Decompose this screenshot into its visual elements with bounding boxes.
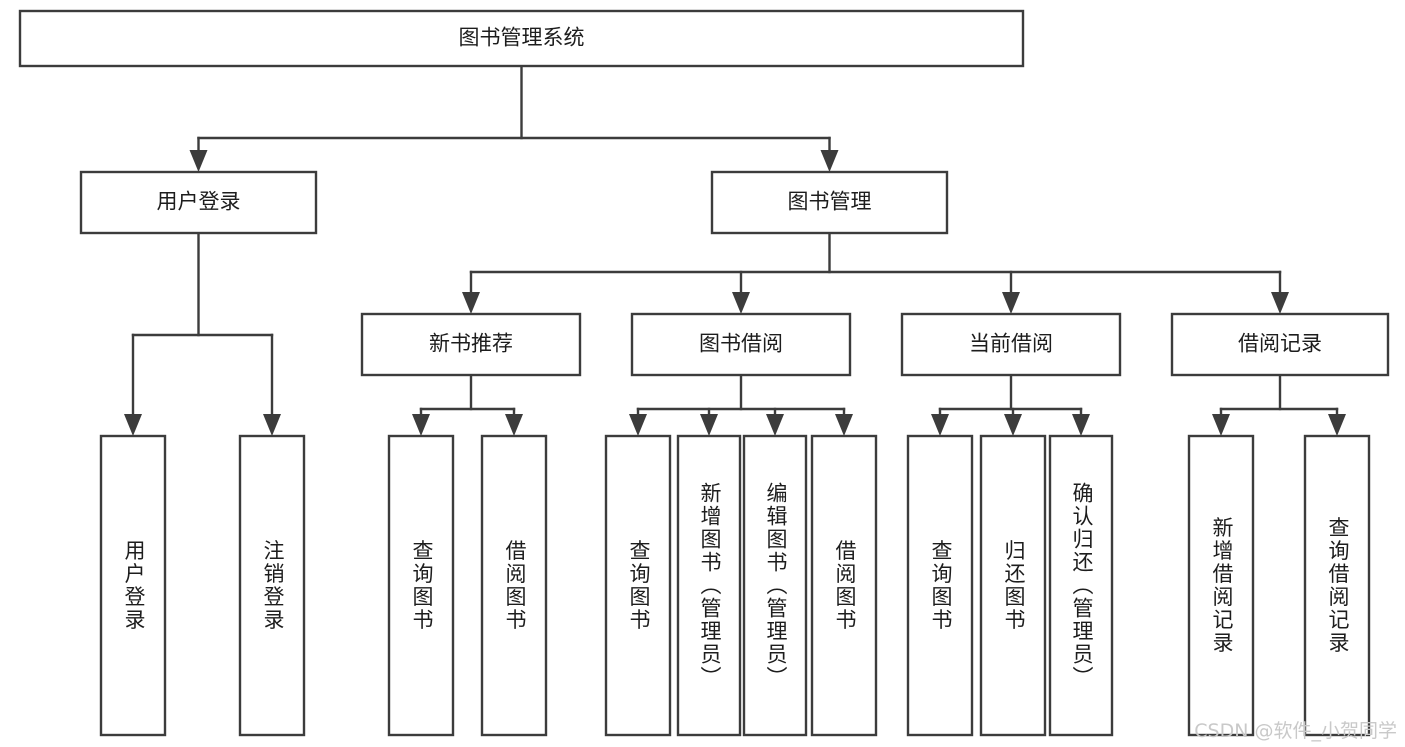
leaf-bb-borrow-book-rect[interactable] xyxy=(810,434,878,737)
leaf-nbr-query-book[interactable]: 查询图书 xyxy=(387,434,455,737)
leaf-cb-return-book-rect[interactable] xyxy=(979,434,1047,737)
leaf-bb-add-book-label: 新增图书（管理员） xyxy=(698,482,722,689)
leaf-br-query-record-rect[interactable] xyxy=(1303,434,1371,737)
node-root-rect[interactable] xyxy=(18,9,1025,68)
leaf-br-add-record[interactable]: 新增借阅记录 xyxy=(1187,434,1255,737)
leaf-bb-query-book[interactable]: 查询图书 xyxy=(604,434,672,737)
node-book-manage[interactable]: 图书管理 xyxy=(710,170,949,235)
leaf-user-logout-label: 注销登录 xyxy=(261,540,285,632)
leaf-nbr-query-book-rect[interactable] xyxy=(387,434,455,737)
leaf-cb-confirm-return-label: 确认归还（管理员） xyxy=(1070,482,1094,689)
arrowhead-borrow-record xyxy=(1271,292,1289,314)
leaf-cb-return-book-label: 归还图书 xyxy=(1002,540,1026,632)
arrowhead-user-logout xyxy=(263,414,281,436)
leaf-user-login-do-rect[interactable] xyxy=(99,434,167,737)
node-user-login-label: 用户登录 xyxy=(157,190,241,214)
arrowhead-bb-borrow-book xyxy=(835,414,853,436)
node-new-book-recommend-rect[interactable] xyxy=(360,312,582,377)
arrowhead-user-login-do xyxy=(124,414,142,436)
node-book-borrow[interactable]: 图书借阅 xyxy=(630,312,852,377)
node-current-borrow-label: 当前借阅 xyxy=(969,332,1053,356)
node-current-borrow[interactable]: 当前借阅 xyxy=(900,312,1122,377)
arrowhead-new-book-recommend xyxy=(462,292,480,314)
leaf-bb-add-book-rect[interactable] xyxy=(676,434,742,737)
leaf-bb-edit-book[interactable]: 编辑图书（管理员） xyxy=(742,434,808,737)
leaf-user-login-do[interactable]: 用户登录 xyxy=(99,434,167,737)
leaf-bb-query-book-label: 查询图书 xyxy=(627,540,651,632)
arrowhead-user-login xyxy=(189,150,208,172)
node-root-label: 图书管理系统 xyxy=(459,26,585,50)
leaf-br-query-record-label: 查询借阅记录 xyxy=(1326,517,1350,655)
leaf-br-add-record-rect[interactable] xyxy=(1187,434,1255,737)
arrowhead-br-query-record xyxy=(1328,414,1346,436)
leaf-cb-confirm-return-rect[interactable] xyxy=(1048,434,1114,737)
arrowhead-bb-add-book xyxy=(700,414,718,436)
node-layer: 图书管理系统用户登录图书管理新书推荐图书借阅当前借阅借阅记录用户登录注销登录查询… xyxy=(18,9,1390,737)
node-new-book-recommend[interactable]: 新书推荐 xyxy=(360,312,582,377)
node-borrow-record-rect[interactable] xyxy=(1170,312,1390,377)
arrowhead-book-borrow xyxy=(732,292,750,314)
leaf-bb-edit-book-rect[interactable] xyxy=(742,434,808,737)
leaf-bb-query-book-rect[interactable] xyxy=(604,434,672,737)
connector-layer xyxy=(124,64,1346,436)
node-user-login[interactable]: 用户登录 xyxy=(79,170,318,235)
node-new-book-recommend-label: 新书推荐 xyxy=(429,332,513,356)
node-book-borrow-rect[interactable] xyxy=(630,312,852,377)
node-borrow-record-label: 借阅记录 xyxy=(1238,332,1322,356)
leaf-cb-return-book[interactable]: 归还图书 xyxy=(979,434,1047,737)
leaf-cb-query-book[interactable]: 查询图书 xyxy=(906,434,974,737)
leaf-nbr-borrow-book[interactable]: 借阅图书 xyxy=(480,434,548,737)
leaf-bb-edit-book-label: 编辑图书（管理员） xyxy=(764,482,788,689)
leaf-bb-add-book[interactable]: 新增图书（管理员） xyxy=(676,434,742,737)
arrowhead-current-borrow xyxy=(1002,292,1020,314)
leaf-br-query-record[interactable]: 查询借阅记录 xyxy=(1303,434,1371,737)
leaf-nbr-query-book-label: 查询图书 xyxy=(410,540,434,632)
leaf-cb-query-book-rect[interactable] xyxy=(906,434,974,737)
leaf-user-login-do-label: 用户登录 xyxy=(122,540,146,632)
node-current-borrow-rect[interactable] xyxy=(900,312,1122,377)
leaf-user-logout-rect[interactable] xyxy=(238,434,306,737)
node-book-borrow-label: 图书借阅 xyxy=(699,332,783,356)
leaf-bb-borrow-book[interactable]: 借阅图书 xyxy=(810,434,878,737)
leaf-br-add-record-label: 新增借阅记录 xyxy=(1210,517,1234,655)
node-book-manage-rect[interactable] xyxy=(710,170,949,235)
node-book-manage-label: 图书管理 xyxy=(788,190,872,214)
leaf-bb-borrow-book-label: 借阅图书 xyxy=(833,540,857,632)
leaf-cb-query-book-label: 查询图书 xyxy=(929,540,953,632)
arrowhead-nbr-query-book xyxy=(412,414,430,436)
arrowhead-bb-query-book xyxy=(629,414,647,436)
leaf-nbr-borrow-book-rect[interactable] xyxy=(480,434,548,737)
arrowhead-bb-edit-book xyxy=(766,414,784,436)
arrowhead-br-add-record xyxy=(1212,414,1230,436)
node-borrow-record[interactable]: 借阅记录 xyxy=(1170,312,1390,377)
leaf-nbr-borrow-book-label: 借阅图书 xyxy=(503,540,527,632)
arrowhead-cb-query-book xyxy=(931,414,949,436)
arrowhead-cb-confirm-return xyxy=(1072,414,1090,436)
arrowhead-nbr-borrow-book xyxy=(505,414,523,436)
arrowhead-book-manage xyxy=(820,150,839,172)
arrowhead-cb-return-book xyxy=(1004,414,1022,436)
leaf-cb-confirm-return[interactable]: 确认归还（管理员） xyxy=(1048,434,1114,737)
leaf-user-logout[interactable]: 注销登录 xyxy=(238,434,306,737)
node-user-login-rect[interactable] xyxy=(79,170,318,235)
node-root[interactable]: 图书管理系统 xyxy=(18,9,1025,68)
csdn-watermark: CSDN @软件_小贺同学 xyxy=(1194,720,1397,742)
